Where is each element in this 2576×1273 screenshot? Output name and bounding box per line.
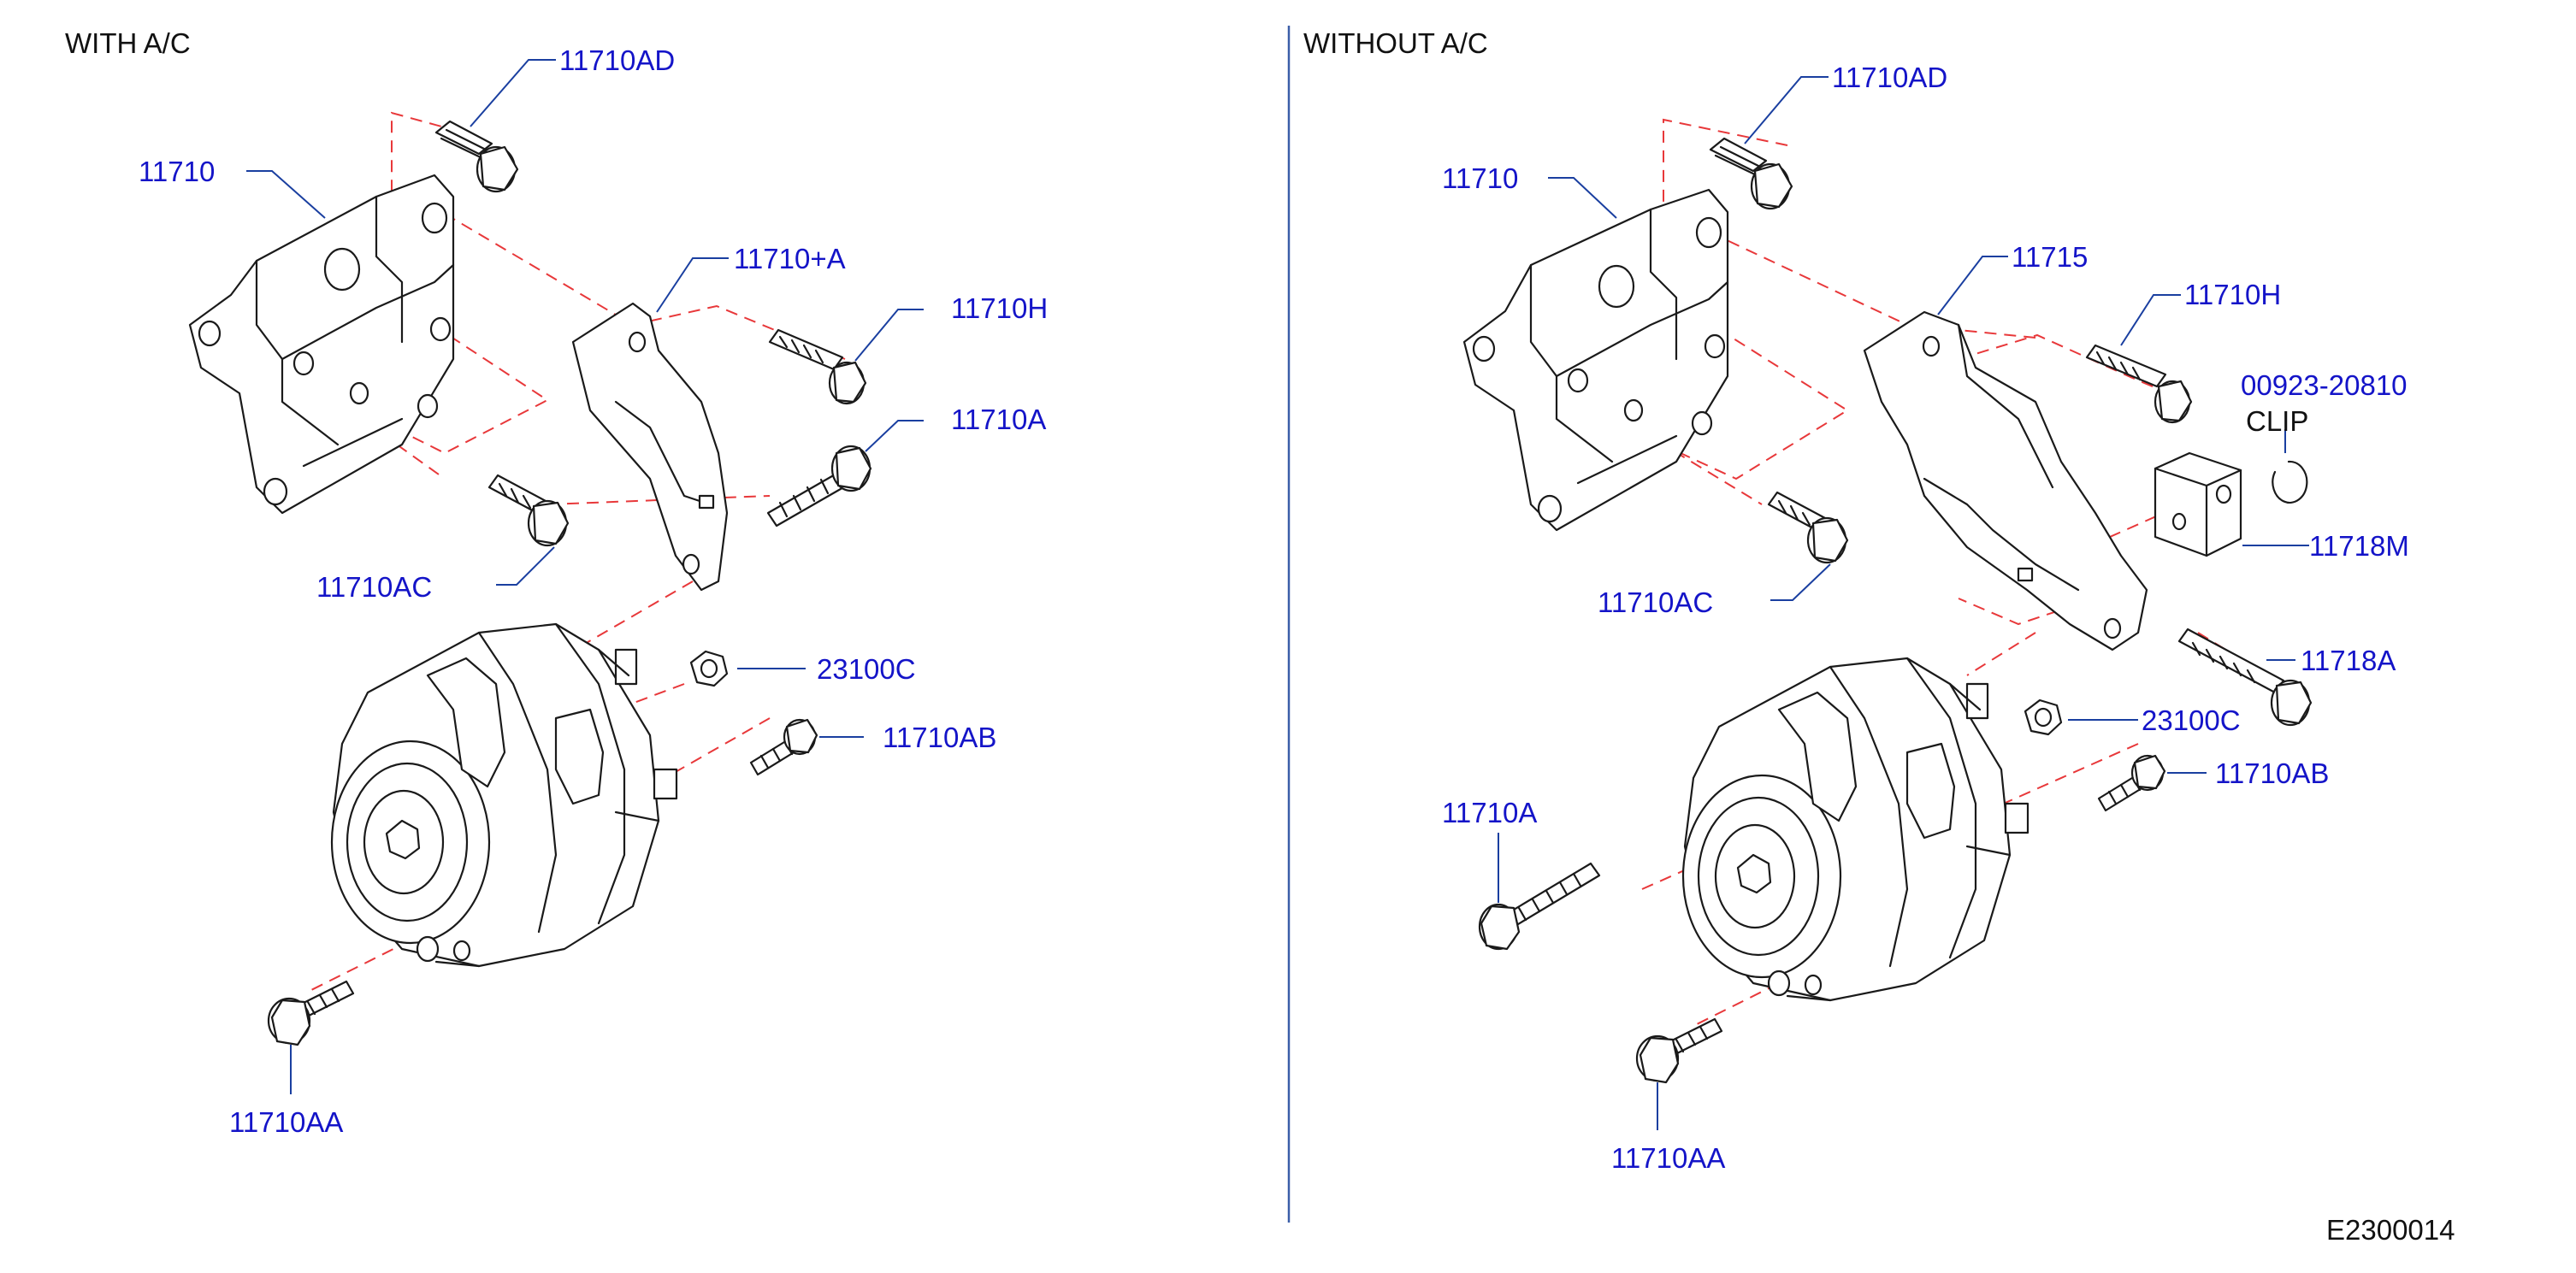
nut-23100C-icon xyxy=(689,650,729,687)
callout-11710A: 11710A xyxy=(951,404,1046,435)
bolt-11710AD-icon xyxy=(434,120,519,193)
callout-00923-20810: 00923-20810 xyxy=(2241,369,2408,401)
bracket-11715-icon xyxy=(1863,310,2148,651)
bracket-11710-icon xyxy=(188,174,455,515)
block-11718M-icon xyxy=(2154,451,2242,557)
left-leader-lines xyxy=(246,59,924,1094)
callout-11710AB: 11710AB xyxy=(883,722,996,753)
panel-left-title: WITH A/C xyxy=(65,27,191,59)
bolt-11710H-icon xyxy=(768,328,867,405)
left-labels: 11710AD 11710 11710+A 11710H 11710A 1171… xyxy=(139,44,1048,1138)
callout-11718A: 11718A xyxy=(2301,645,2396,676)
callout-11710: 11710 xyxy=(139,156,215,187)
callout-11710H-right: 11710H xyxy=(2184,279,2281,310)
clip-icon xyxy=(2272,460,2308,504)
alternator-right-icon xyxy=(1681,657,2029,1002)
bolt-11710AA-right-icon xyxy=(1635,1017,1723,1084)
left-panel: 11710AD 11710 11710+A 11710H 11710A 1171… xyxy=(139,44,1048,1138)
bracket-11710-plus-A-icon xyxy=(571,302,729,592)
callout-11710H: 11710H xyxy=(951,292,1048,324)
bracket-11710-right-icon xyxy=(1462,188,1729,532)
bolt-11710AB-icon xyxy=(749,718,818,776)
callout-11718M: 11718M xyxy=(2309,530,2409,562)
figure-code: E2300014 xyxy=(2326,1214,2455,1246)
bolt-11710H-right-icon xyxy=(2085,344,2193,424)
callout-11710A-right: 11710A xyxy=(1442,797,1537,828)
bolt-11718A-icon xyxy=(2177,628,2313,727)
nut-23100C-right-icon xyxy=(2024,698,2063,736)
callout-11710AA: 11710AA xyxy=(229,1106,343,1138)
callout-11710-right: 11710 xyxy=(1442,162,1518,194)
bolt-11710AB-right-icon xyxy=(2097,754,2166,812)
right-labels: 11710AD 11710 11715 11710H 00923-20810 1… xyxy=(1442,62,2409,1174)
alternator-icon xyxy=(330,622,678,968)
bolt-11710AD-right-icon xyxy=(1709,137,1793,210)
panel-right-title: WITHOUT A/C xyxy=(1303,27,1488,59)
callout-23100C-right: 23100C xyxy=(2142,704,2241,736)
callout-11710AB-right: 11710AB xyxy=(2215,757,2329,789)
right-panel: 11710AD 11710 11715 11710H 00923-20810 1… xyxy=(1442,62,2409,1174)
bolt-11710A-right-icon xyxy=(1478,862,1601,951)
bolt-11710AC-icon xyxy=(487,474,570,547)
bolt-11710AA-icon xyxy=(267,980,355,1046)
callout-11710AC-right: 11710AC xyxy=(1598,586,1713,618)
callout-23100C: 23100C xyxy=(817,653,916,685)
callout-11710AC: 11710AC xyxy=(316,571,432,603)
callout-11710-plus-A: 11710+A xyxy=(734,243,846,274)
bolt-11710AC-right-icon xyxy=(1767,491,1849,564)
callout-clip: CLIP xyxy=(2246,405,2308,437)
callout-11715: 11715 xyxy=(2012,241,2088,273)
callout-11710AD-right: 11710AD xyxy=(1832,62,1947,93)
bolt-11710A-icon xyxy=(766,445,872,527)
right-leader-lines xyxy=(1498,76,2309,1130)
callout-11710AD: 11710AD xyxy=(559,44,675,76)
callout-11710AA-right: 11710AA xyxy=(1611,1142,1725,1174)
